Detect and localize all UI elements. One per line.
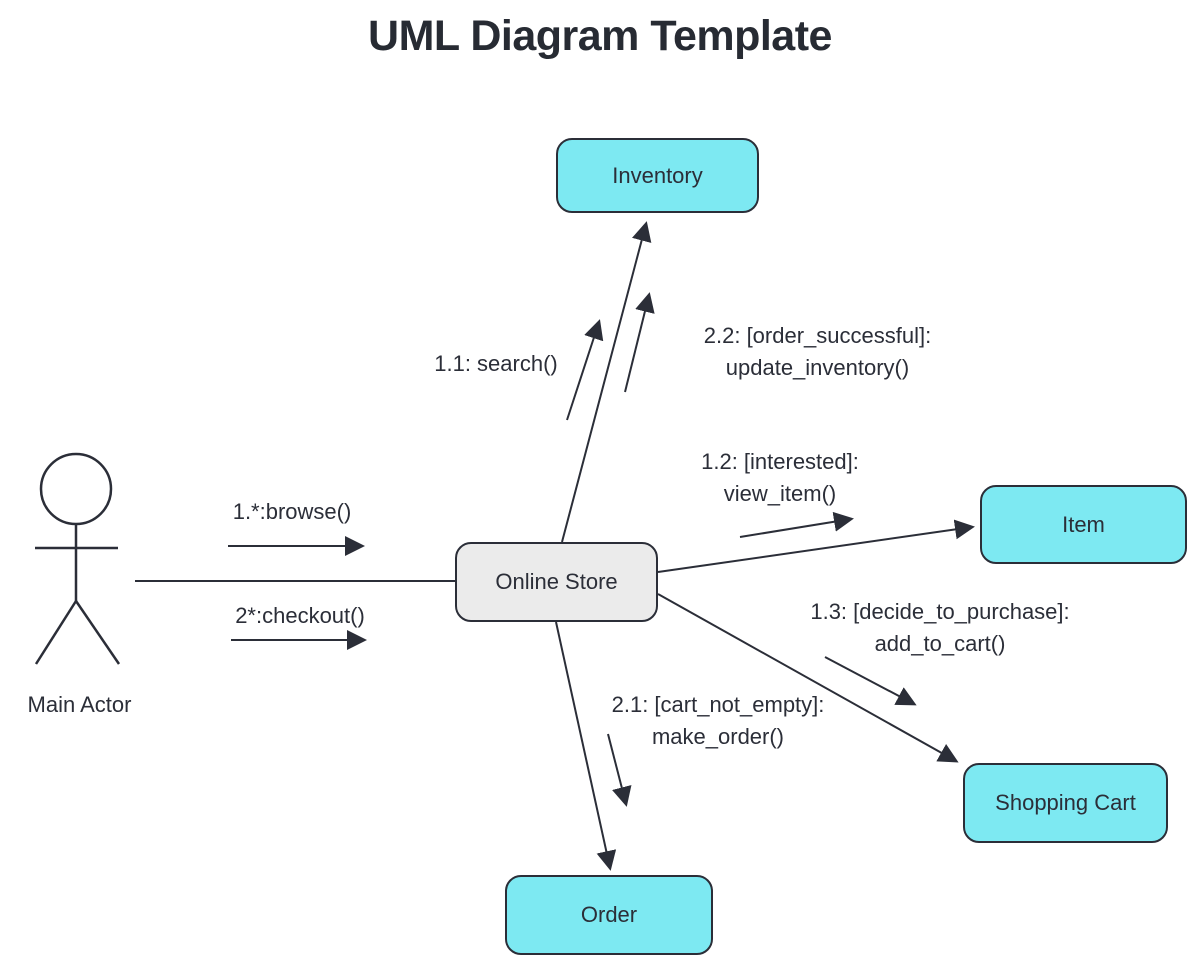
label-add-to-cart: 1.3: [decide_to_purchase]: add_to_cart() bbox=[790, 596, 1090, 660]
arrow-make-order bbox=[607, 733, 632, 807]
link-store-order bbox=[555, 621, 617, 871]
label-update-inventory-line2: update_inventory() bbox=[725, 355, 910, 380]
actor-leg-right bbox=[74, 600, 121, 665]
arrow-search bbox=[566, 319, 604, 421]
node-online-store-label: Online Store bbox=[495, 569, 618, 594]
label-browse: 1.*:browse() bbox=[232, 499, 352, 524]
label-view-item-line2: view_item() bbox=[723, 481, 837, 506]
node-item-label: Item bbox=[1062, 511, 1105, 537]
node-order[interactable]: Order bbox=[505, 875, 713, 955]
label-checkout: 2*:checkout() bbox=[235, 603, 365, 628]
label-view-item: 1.2: [interested]: view_item() bbox=[675, 446, 885, 510]
label-view-item-line1: 1.2: [interested]: bbox=[701, 449, 859, 474]
node-order-label: Order bbox=[580, 902, 638, 927]
actor-head bbox=[39, 452, 113, 526]
link-store-inventory bbox=[561, 221, 652, 543]
label-add-to-cart-line1: 1.3: [decide_to_purchase]: bbox=[810, 599, 1070, 624]
actor-leg-left bbox=[34, 600, 78, 665]
label-add-to-cart-line2: add_to_cart() bbox=[874, 631, 1006, 656]
link-store-item bbox=[657, 519, 975, 573]
main-actor-label: Main Actor bbox=[27, 692, 132, 717]
label-make-order-line2: make_order() bbox=[651, 724, 785, 749]
node-shopping-cart[interactable]: Shopping Cart bbox=[963, 763, 1168, 843]
label-make-order-line1: 2.1: [cart_not_empty]: bbox=[611, 692, 825, 717]
label-make-order: 2.1: [cart_not_empty]: make_order() bbox=[592, 689, 844, 753]
main-actor-figure[interactable] bbox=[34, 452, 121, 665]
arrow-update-inventory bbox=[624, 292, 655, 393]
page-title: UML Diagram Template bbox=[368, 12, 832, 60]
arrow-view-item bbox=[739, 511, 854, 538]
label-search: 1.1: search() bbox=[434, 351, 558, 376]
label-update-inventory: 2.2: [order_successful]: update_inventor… bbox=[655, 320, 980, 384]
node-shopping-cart-label: Shopping Cart bbox=[995, 790, 1136, 815]
node-inventory[interactable]: Inventory bbox=[556, 138, 759, 213]
node-online-store[interactable]: Online Store bbox=[455, 542, 658, 622]
arrow-add-to-cart bbox=[824, 656, 917, 706]
node-item[interactable]: Item bbox=[980, 485, 1187, 564]
node-inventory-label: Inventory bbox=[612, 162, 703, 188]
link-store-shopping-cart bbox=[657, 593, 959, 763]
label-update-inventory-line1: 2.2: [order_successful]: bbox=[703, 323, 932, 348]
